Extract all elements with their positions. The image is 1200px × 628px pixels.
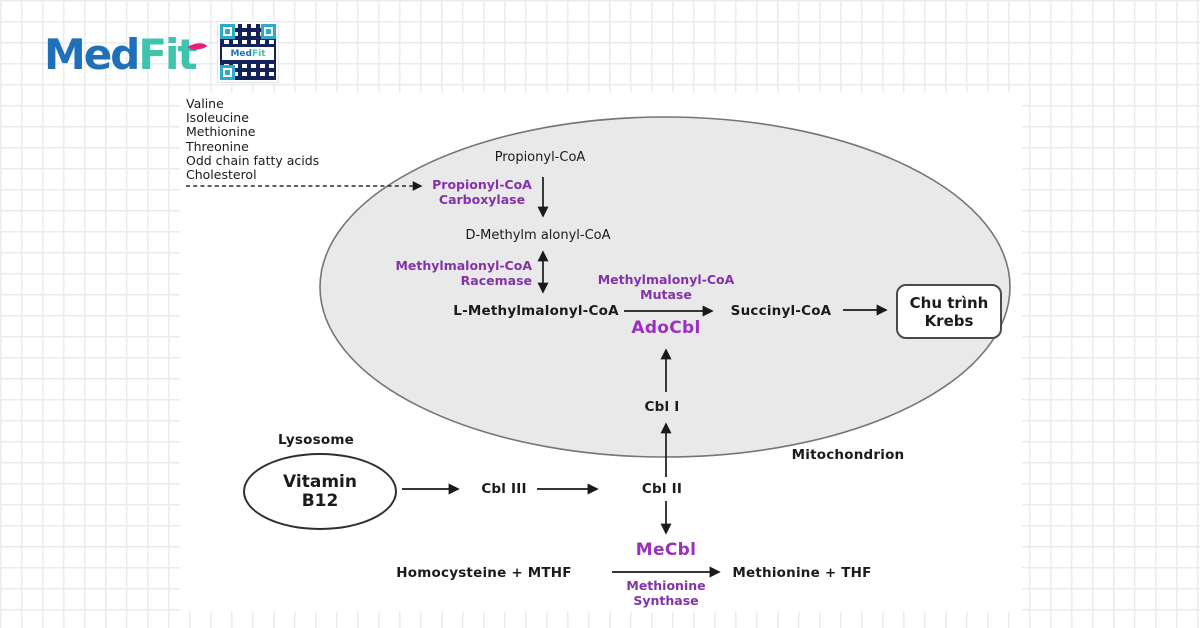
list-item: Threonine [186,138,249,154]
list-item: Methionine [186,124,256,140]
enzyme-methylmalonyl-coa-mutase: Methylmalonyl-CoA Mutase [598,272,735,302]
enzyme-line: Carboxylase [438,192,526,207]
enzyme-line: Mutase [640,287,692,302]
enzyme-line: Methionine [626,578,706,593]
node-d-methylmalonyl-coa: D-Methylm alonyl-CoA [465,228,611,243]
enzyme-methylmalonyl-coa-racemase: Methylmalonyl-CoA Racemase [395,258,532,288]
enzyme-line: Racemase [460,273,532,288]
input-substrates-list: Valine Isoleucine Methionine Threonine O… [186,96,320,183]
enzyme-line: Methylmalonyl-CoA [395,258,532,273]
vitamin-b12-node: Vitamin B12 [243,453,397,530]
enzyme-methionine-synthase: Methionine Synthase [626,578,705,608]
b12-line: B12 [301,490,339,511]
enzyme-line: Propionyl-CoA [432,177,532,192]
node-homocysteine-mthf: Homocysteine + MTHF [396,565,572,581]
node-cbl-iii: Cbl III [481,481,527,497]
qr-finder-top-right [261,24,276,39]
node-methionine-thf: Methionine + THF [732,565,872,581]
qr-fit-text: Fit [251,48,266,59]
medfit-logo: MedFit [44,30,198,79]
b12-line: Vitamin [283,471,357,492]
list-item: Valine [186,96,224,111]
krebs-line: Chu trình [909,293,989,312]
list-item: Cholesterol [186,167,257,183]
qr-finder-bottom-left [220,65,235,80]
node-propionyl-coa: Propionyl-CoA [494,150,586,165]
enzyme-propionyl-coa-carboxylase: Propionyl-CoA Carboxylase [432,177,532,207]
mitochondrion-label: Mitochondrion [791,447,905,463]
node-succinyl-coa: Succinyl-CoA [730,303,832,319]
cofactor-adocbl: AdoCbl [631,318,701,338]
node-cbl-i: Cbl I [644,399,680,415]
krebs-cycle-box: Chu trình Krebs [896,284,1002,339]
logo-med-text: Med [44,30,140,79]
cofactor-mecbl: MeCbl [635,540,697,560]
lysosome-label: Lysosome [278,432,354,448]
logo-fit-text: Fit [138,30,197,79]
krebs-line: Krebs [924,311,974,330]
node-l-methylmalonyl-coa: L-Methylmalonyl-CoA [453,303,619,319]
list-item: Odd chain fatty acids [186,152,320,168]
enzyme-line: Synthase [633,593,699,608]
node-cbl-ii: Cbl II [641,481,683,497]
list-item: Isoleucine [186,110,249,126]
qr-med-text: Med [230,48,252,59]
qr-finder-top-left [220,24,235,39]
enzyme-line: Methylmalonyl-CoA [597,272,735,287]
